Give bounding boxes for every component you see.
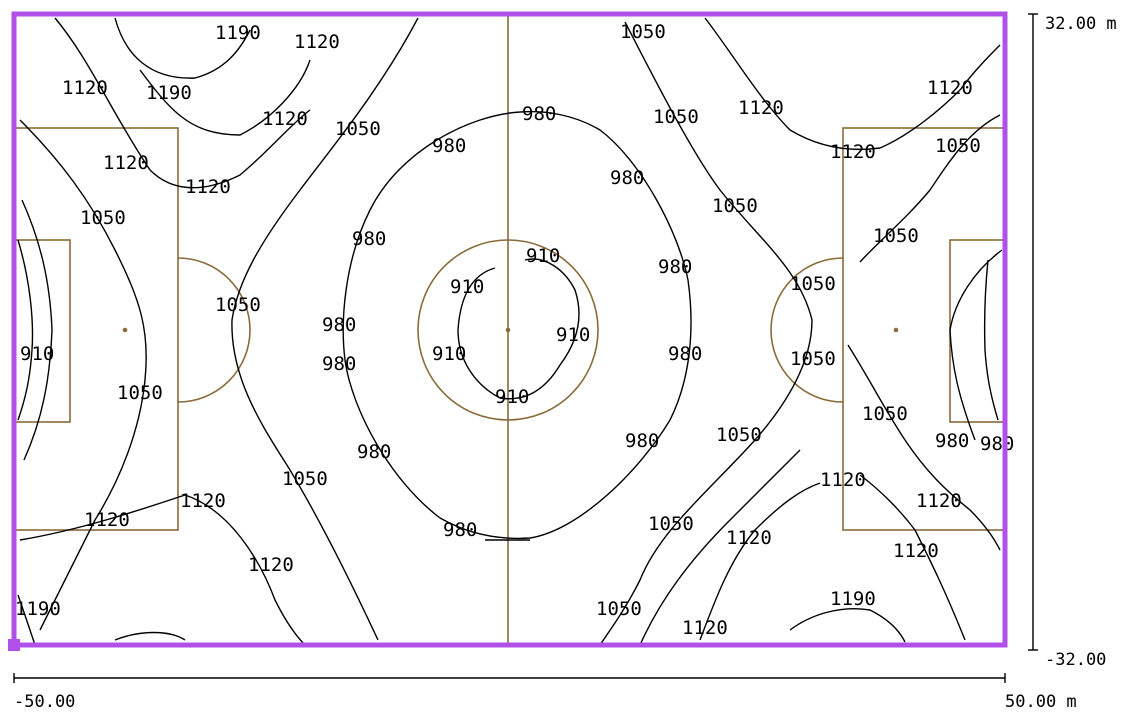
contour-line: [639, 449, 801, 646]
contour-line: [19, 119, 147, 631]
contour-line: [949, 249, 1003, 441]
scale-x-left: -50.00: [14, 692, 75, 712]
contour-line: [17, 239, 34, 421]
horizontal-scale: -50.00 50.00 m: [13, 673, 1077, 712]
contour-label: 1120: [830, 141, 876, 163]
contour-line: [21, 199, 53, 461]
scale-y-bottom: -32.00: [1045, 650, 1106, 670]
contour-label: 980: [522, 103, 556, 125]
contour-line: [699, 482, 821, 641]
contour-label: 910: [556, 324, 590, 346]
right-penalty-arc: [770, 257, 844, 403]
right-penalty-spot: [893, 327, 899, 333]
contour-label: 980: [443, 519, 477, 541]
contour-label: 1050: [596, 598, 642, 620]
right-goal-area: [949, 239, 1006, 423]
contour-label: 1050: [117, 382, 163, 404]
contour-line: [139, 59, 311, 136]
contour-line: [457, 258, 580, 400]
left-penalty-spot: [122, 327, 128, 333]
contour-label: 1050: [790, 273, 836, 295]
contour-label: 980: [322, 314, 356, 336]
contour-label: 980: [432, 135, 466, 157]
contour-label: 1050: [790, 348, 836, 370]
contour-label: 980: [658, 256, 692, 278]
contour-label: 910: [526, 245, 560, 267]
contour-line: [342, 110, 692, 540]
contour-line: [983, 259, 999, 421]
contour-label: 1050: [215, 294, 261, 316]
contour-line: [19, 494, 306, 646]
contour-line: [114, 631, 186, 641]
contour-label: 980: [668, 343, 702, 365]
contour-label: 910: [495, 386, 529, 408]
contour-label: 980: [322, 353, 356, 375]
vertical-scale: 32.00 m -32.00: [1028, 13, 1117, 670]
contour-label: 1120: [682, 617, 728, 639]
contour-label: 910: [432, 343, 466, 365]
contour-label: 1120: [726, 527, 772, 549]
contour-line: [704, 17, 1001, 151]
contour-label: 1050: [712, 195, 758, 217]
left-goal-area: [13, 239, 71, 423]
contour-label: 1050: [648, 513, 694, 535]
contour-line: [859, 474, 966, 641]
contour-line: [789, 608, 906, 643]
contour-label: 980: [610, 167, 644, 189]
centre-spot: [505, 327, 511, 333]
contour-label: 1190: [830, 588, 876, 610]
contour-label: 1120: [738, 97, 784, 119]
right-penalty-area: [842, 127, 1006, 531]
contour-label: 1190: [215, 22, 261, 44]
contour-label: 1120: [103, 152, 149, 174]
contour-label: 1120: [916, 490, 962, 512]
contour-label: 1050: [935, 135, 981, 157]
contour-label: 1120: [248, 554, 294, 576]
isolux-contours: [17, 17, 1003, 646]
contour-label: 1120: [180, 490, 226, 512]
contour-label: 1050: [716, 424, 762, 446]
contour-label: 1050: [335, 118, 381, 140]
contour-label: 1050: [80, 207, 126, 229]
contour-line: [847, 344, 1001, 551]
contour-label: 980: [980, 433, 1014, 455]
contour-line: [859, 114, 1001, 263]
contour-label: 1120: [262, 108, 308, 130]
pitch-markings: [13, 14, 1006, 645]
contour-label: 1120: [62, 77, 108, 99]
contour-label: 1120: [927, 77, 973, 99]
left-penalty-arc: [177, 257, 251, 403]
contour-label: 1050: [653, 106, 699, 128]
contour-line: [231, 17, 419, 641]
scale-x-right: 50.00 m: [1005, 692, 1077, 712]
contour-label: 1050: [282, 468, 328, 490]
contour-label: 1050: [620, 21, 666, 43]
scale-y-top: 32.00 m: [1045, 14, 1117, 34]
contour-label: 1050: [862, 403, 908, 425]
origin-marker: [8, 639, 20, 651]
contour-label: 1120: [84, 509, 130, 531]
field-boundary: [11, 11, 1008, 648]
contour-line: [17, 594, 36, 646]
contour-label: 1190: [146, 82, 192, 104]
contour-label: 910: [450, 276, 484, 298]
contour-label: 1120: [294, 31, 340, 53]
contour-label: 980: [625, 430, 659, 452]
contour-label: 980: [352, 228, 386, 250]
left-penalty-area: [13, 127, 179, 531]
contour-label: 1190: [15, 598, 61, 620]
contour-label: 1120: [820, 469, 866, 491]
contour-line: [599, 21, 813, 646]
contour-label: 910: [20, 343, 54, 365]
contour-labels: 1190 1120 1120 1190 1120 1050 1120 1120 …: [15, 21, 1014, 639]
contour-line: [54, 17, 311, 189]
contour-label: 980: [935, 430, 969, 452]
contour-label: 980: [357, 441, 391, 463]
contour-label: 1120: [185, 176, 231, 198]
contour-label: 1050: [873, 225, 919, 247]
contour-line: [114, 17, 251, 79]
contour-label: 1120: [893, 540, 939, 562]
centre-circle: [417, 239, 599, 421]
